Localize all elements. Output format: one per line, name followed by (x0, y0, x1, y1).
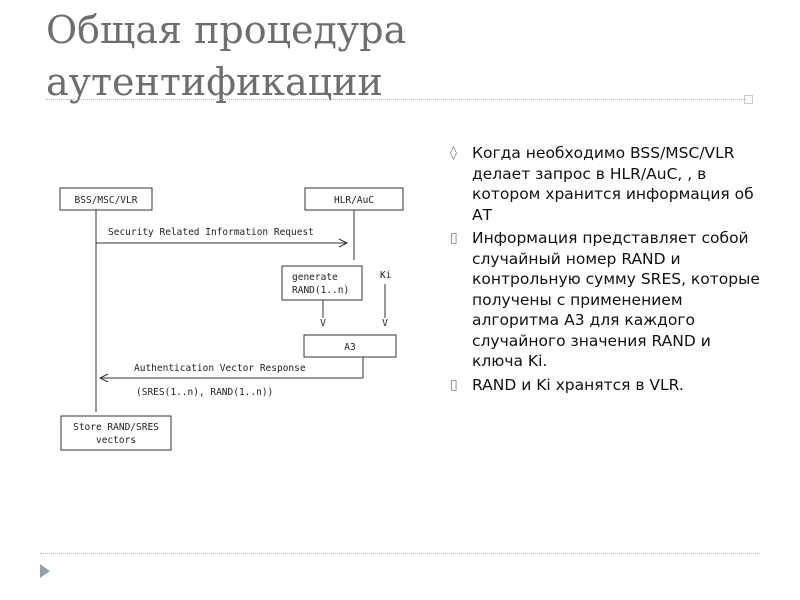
bar-bullet-icon: ▯ (450, 230, 458, 246)
authentication-sequence-diagram: BSS/MSC/VLR HLR/AuC Security Related Inf… (58, 180, 418, 460)
generate-label-line-2: RAND(1..n) (292, 285, 349, 296)
bullet-item: ▯ Информация представляет собой случайны… (448, 228, 760, 372)
slide-title-line-2: аутентификации (46, 60, 383, 104)
generate-rand-box: generate RAND(1..n) (281, 265, 363, 301)
triangle-right-icon[interactable] (40, 564, 50, 578)
response-params: (SRES(1..n), RAND(1..n)) (136, 387, 273, 398)
diamond-bullet-icon: ◊ (450, 145, 457, 161)
bullet-text: Когда необходимо BSS/MSC/VLR делает запр… (472, 144, 754, 224)
bullet-text: RAND и Ki хранятся в VLR. (472, 375, 684, 394)
title-divider (46, 99, 746, 100)
bar-bullet-icon: ▯ (450, 376, 458, 393)
request-label: Security Related Information Request (108, 227, 314, 238)
store-label-line-1: Store RAND/SRES (73, 422, 159, 433)
response-arrow (98, 357, 364, 383)
hlr-auc-label: HLR/AuC (334, 195, 374, 206)
store-vectors-box: Store RAND/SRES vectors (60, 415, 172, 451)
a3-box: A3 (303, 334, 397, 358)
bullet-text: Информация представляет собой случайный … (472, 229, 760, 370)
response-label: Authentication Vector Response (134, 363, 306, 374)
bullet-list: ◊ Когда необходимо BSS/MSC/VLR делает за… (448, 143, 760, 398)
bullet-item: ◊ Когда необходимо BSS/MSC/VLR делает за… (448, 143, 760, 225)
generate-to-a3-arrowhead: V (320, 318, 326, 329)
ki-label: Ki (380, 270, 392, 281)
hlr-auc-box: HLR/AuC (304, 187, 404, 211)
ki-to-a3-arrowhead: V (382, 318, 388, 329)
slide-title-line-1: Общая процедура (46, 8, 407, 52)
msc-vlr-box: BSS/MSC/VLR (59, 187, 153, 211)
store-label-line-2: vectors (96, 435, 136, 446)
msc-vlr-label: BSS/MSC/VLR (75, 195, 138, 206)
request-arrow (96, 238, 349, 248)
generate-label-line-1: generate (292, 272, 338, 283)
footer-divider (40, 553, 760, 554)
title-divider-endcap (744, 95, 753, 104)
bullet-item: ▯ RAND и Ki хранятся в VLR. (448, 375, 760, 396)
a3-label: A3 (344, 342, 355, 353)
slide-title: Общая процедура аутентификации (46, 4, 766, 108)
